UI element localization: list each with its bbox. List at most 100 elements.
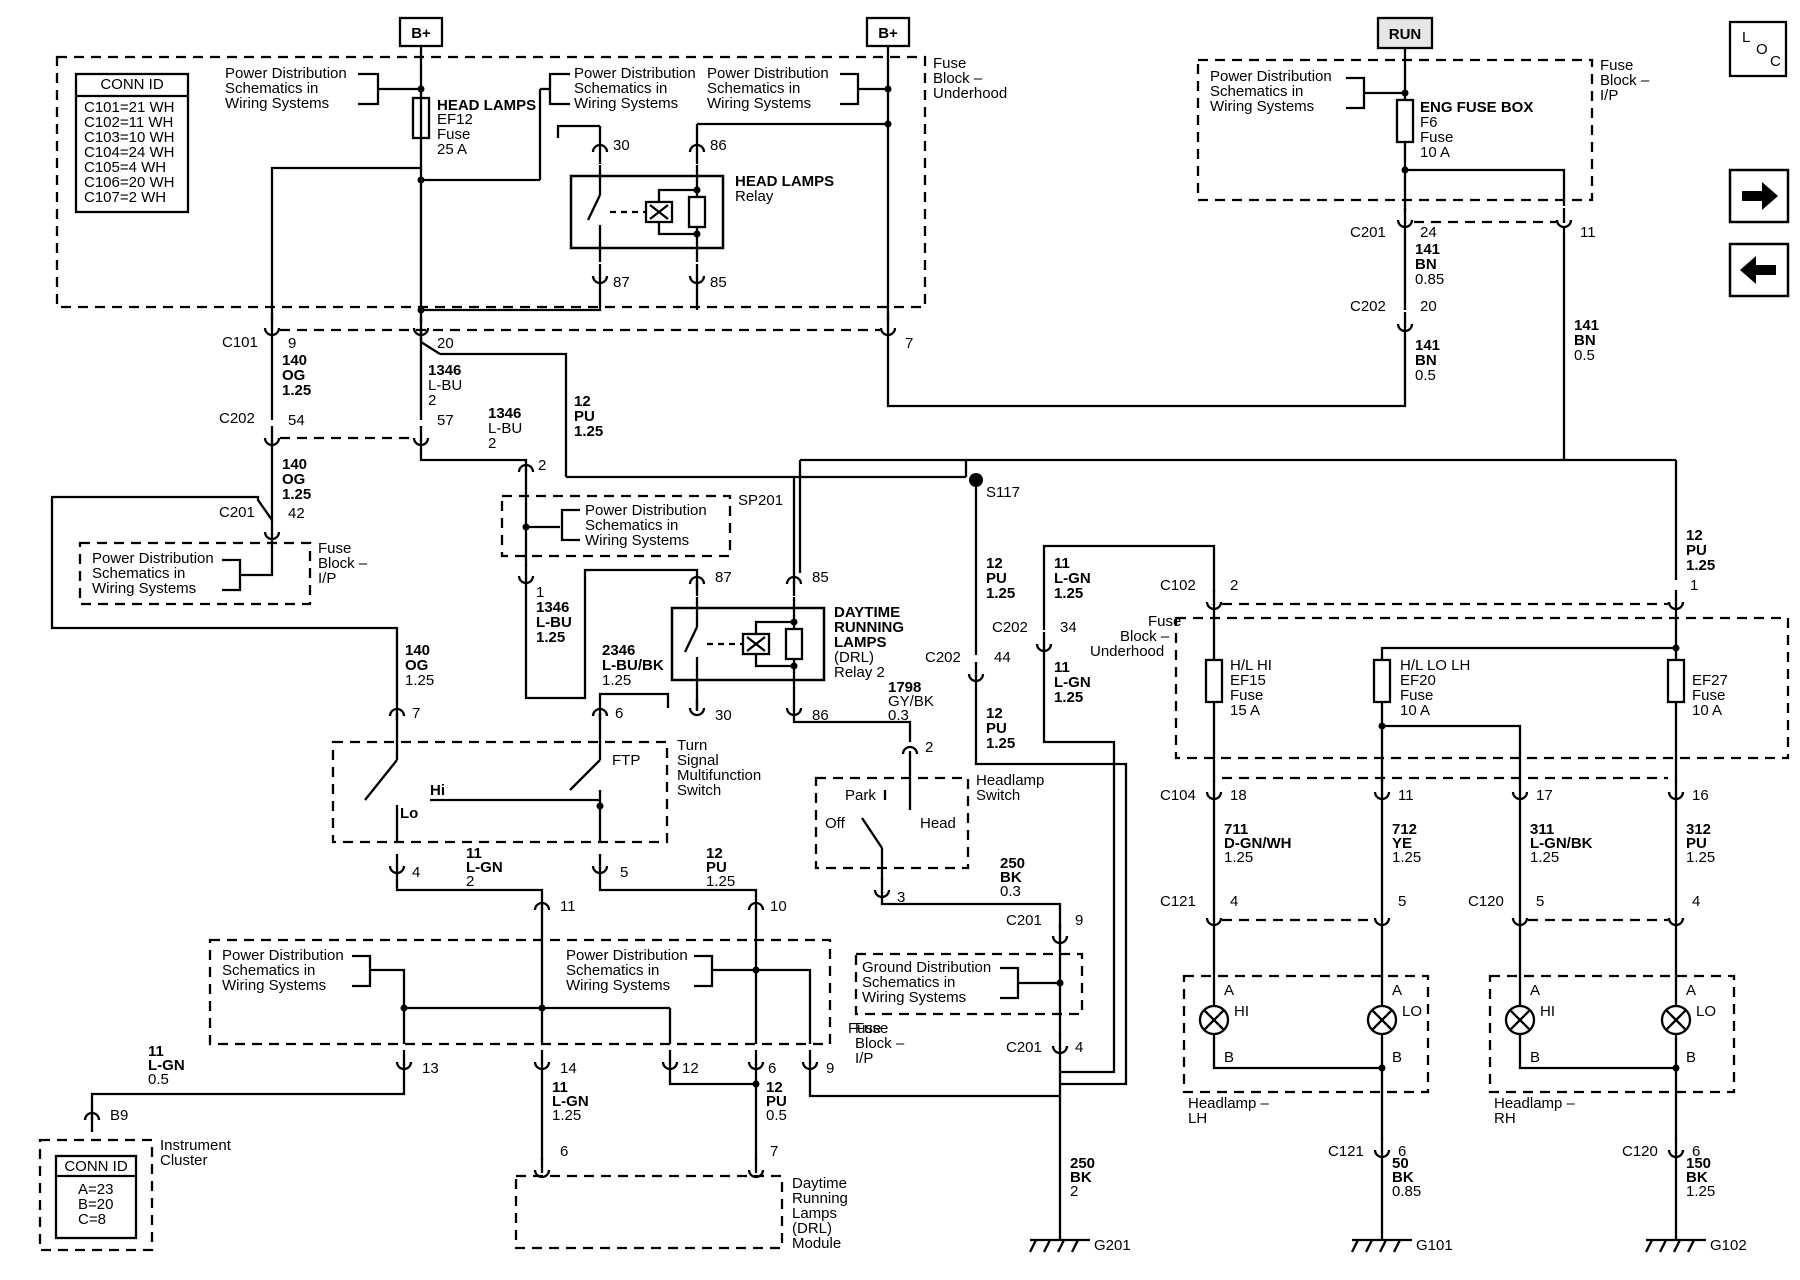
svg-text:1.25: 1.25: [706, 873, 735, 890]
svg-text:1.25: 1.25: [1224, 849, 1253, 866]
wire-12-pu-b: 12 PU 1.25: [986, 555, 1015, 602]
head-lamps-relay-label: HEAD LAMPS Relay: [735, 173, 834, 205]
svg-text:C201: C201: [1350, 224, 1386, 241]
c202-34: C202 34: [992, 619, 1077, 653]
wire-12-pu-c: 12 PU 1.25: [986, 705, 1015, 752]
svg-text:5: 5: [1536, 893, 1544, 910]
svg-text:85: 85: [812, 569, 829, 586]
instrument-cluster: B9 Instrument Cluster CONN ID A=23 B=20 …: [38, 1107, 232, 1252]
svg-text:L-GN: L-GN: [148, 1057, 185, 1074]
svg-text:12: 12: [682, 1060, 699, 1077]
wire-12-pu-e: 12 PU 1.25: [706, 845, 735, 890]
loc-icon: L O C: [1728, 20, 1788, 78]
svg-text:20: 20: [1420, 298, 1437, 315]
ground-g102: G102: [1644, 1237, 1747, 1254]
svg-text:Schematics in: Schematics in: [585, 517, 678, 534]
svg-text:4: 4: [1692, 893, 1700, 910]
svg-text:Power Distribution: Power Distribution: [225, 65, 347, 82]
wire-312: 312 PU 1.25: [1686, 821, 1715, 866]
next-page-button[interactable]: [1728, 168, 1790, 224]
lower-connector-row: 13 14 12 6 9: [395, 1048, 834, 1077]
svg-text:10: 10: [770, 898, 787, 915]
svg-text:Fuse: Fuse: [318, 540, 351, 557]
svg-text:Wiring Systems: Wiring Systems: [225, 95, 329, 112]
svg-text:C201: C201: [219, 504, 255, 521]
svg-text:PU: PU: [1686, 542, 1707, 559]
svg-text:Wiring Systems: Wiring Systems: [707, 95, 811, 112]
svg-text:C201: C201: [1006, 912, 1042, 929]
svg-text:3: 3: [897, 889, 905, 906]
svg-text:Block –: Block –: [318, 555, 368, 572]
svg-text:11: 11: [560, 898, 576, 915]
svg-text:11: 11: [552, 1079, 568, 1096]
c201-42: C201 42: [50, 495, 399, 720]
pds-note-4: Power Distribution Schematics in Wiring …: [92, 534, 368, 597]
pds-note-2: Power Distribution Schematics in Wiring …: [540, 65, 696, 112]
prev-page-button[interactable]: [1728, 242, 1790, 298]
svg-text:RUN: RUN: [1389, 26, 1422, 43]
svg-text:4: 4: [1075, 1039, 1083, 1056]
svg-text:BN: BN: [1415, 352, 1437, 369]
svg-text:250: 250: [1070, 1155, 1095, 1172]
svg-text:PU: PU: [706, 859, 727, 876]
bplus-left: B+: [398, 16, 444, 48]
svg-text:0.85: 0.85: [1392, 1183, 1421, 1200]
svg-text:CONN ID: CONN ID: [64, 1158, 128, 1175]
drl-relay: 87 85 30 86: [670, 478, 829, 724]
svg-text:A: A: [1224, 982, 1234, 999]
svg-text:PU: PU: [766, 1093, 787, 1110]
svg-text:1.25: 1.25: [282, 486, 311, 503]
svg-text:Fuse: Fuse: [848, 1020, 881, 1037]
wire-311: 311 L-GN/BK 1.25: [1530, 821, 1593, 866]
s117-label: S117: [986, 484, 1020, 501]
svg-text:Wiring Systems: Wiring Systems: [585, 532, 689, 549]
svg-text:2: 2: [925, 739, 933, 756]
svg-text:C102: C102: [1160, 577, 1196, 594]
svg-text:C101=21 WH: C101=21 WH: [84, 99, 174, 116]
headlamp-lh: A A HI LO B B: [1198, 920, 1422, 1140]
svg-text:6: 6: [1692, 1143, 1700, 1160]
svg-text:BK: BK: [1070, 1169, 1092, 1186]
svg-text:Headlamp –: Headlamp –: [1188, 1095, 1270, 1112]
svg-text:57: 57: [437, 412, 454, 429]
svg-text:Wiring Systems: Wiring Systems: [862, 989, 966, 1006]
svg-text:Wiring Systems: Wiring Systems: [574, 95, 678, 112]
svg-text:Signal: Signal: [677, 752, 719, 769]
svg-text:C101: C101: [222, 334, 258, 351]
svg-text:150: 150: [1686, 1155, 1711, 1172]
svg-text:Fuse: Fuse: [1420, 129, 1453, 146]
c104-row: C104 18 11 17 16: [1160, 776, 1709, 804]
svg-text:10 A: 10 A: [1420, 144, 1450, 161]
svg-text:C202: C202: [925, 649, 961, 666]
underhood-fuse-block-right-label: Fuse Block – Underhood: [1090, 613, 1181, 660]
svg-text:A: A: [1530, 982, 1540, 999]
wire-50-bk: 50 BK 0.85: [1392, 1155, 1421, 1200]
svg-text:Wiring Systems: Wiring Systems: [92, 580, 196, 597]
svg-text:Power Distribution: Power Distribution: [585, 502, 707, 519]
wire-250-bk-a: 250 BK 0.3: [1000, 855, 1025, 900]
sp201-splice: 2 Power Distribution Schematics in Wirin…: [500, 457, 783, 601]
wire-141-bn-a: 141 BN 0.85: [1415, 241, 1444, 288]
svg-text:Switch: Switch: [677, 782, 721, 799]
svg-text:Schematics in: Schematics in: [574, 80, 667, 97]
headlamp-rh: A A HI LO B B: [1504, 920, 1716, 1140]
svg-text:1: 1: [536, 584, 544, 601]
svg-text:BN: BN: [1415, 256, 1437, 273]
svg-text:I/P: I/P: [855, 1050, 873, 1067]
svg-text:L-BU: L-BU: [428, 377, 462, 394]
wire-150-bk: 150 BK 1.25: [1686, 1155, 1715, 1200]
ground-g201: G201: [1028, 1237, 1131, 1254]
svg-text:Fuse: Fuse: [437, 126, 470, 143]
svg-text:GY/BK: GY/BK: [888, 693, 934, 710]
svg-text:24: 24: [1420, 224, 1437, 241]
svg-text:7: 7: [770, 1143, 778, 1160]
svg-text:C106=20 WH: C106=20 WH: [84, 174, 174, 191]
svg-text:H/L HI: H/L HI: [1230, 657, 1272, 674]
svg-text:G101: G101: [1416, 1237, 1453, 1254]
svg-text:11: 11: [148, 1043, 164, 1060]
svg-text:B: B: [1392, 1049, 1402, 1066]
svg-text:Block –: Block –: [1120, 628, 1170, 645]
svg-text:86: 86: [710, 137, 727, 154]
wire-11-lgn-d: 11 L-GN 0.5: [148, 1043, 185, 1088]
